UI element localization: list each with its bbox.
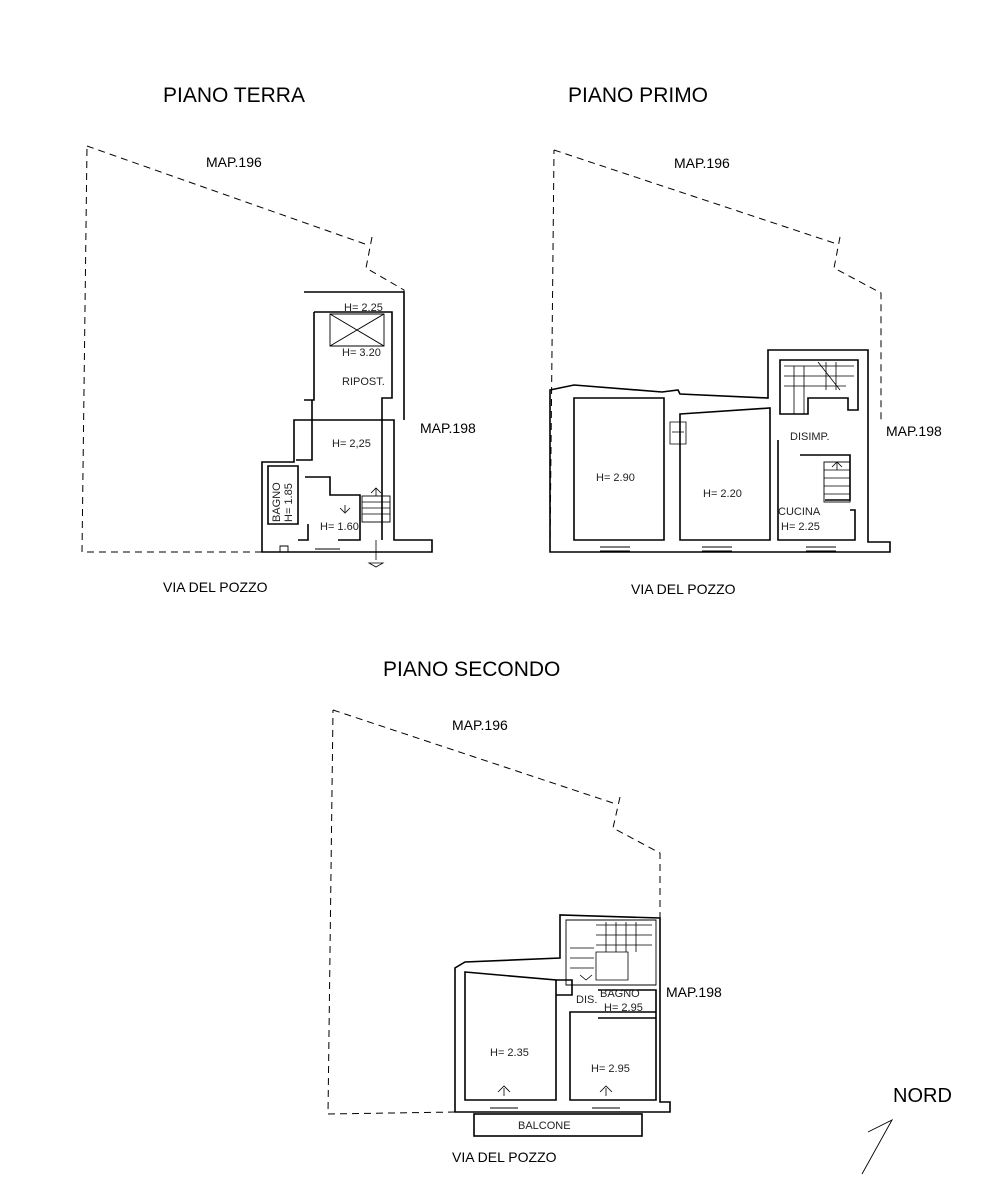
title-piano-terra: PIANO TERRA: [163, 84, 305, 107]
street-secondo: VIA DEL POZZO: [452, 1149, 557, 1165]
window-secondo-1: [490, 1107, 518, 1113]
window-primo-2: [702, 546, 732, 552]
stair-lower-treads-primo: [824, 461, 850, 495]
stair-terra: [361, 495, 391, 523]
room-balcone-secondo: BALCONE: [518, 1120, 571, 1132]
walls-terra: [261, 291, 433, 553]
window-primo-1: [600, 546, 630, 552]
balcony-secondo: [473, 1113, 643, 1137]
door-primo: [669, 421, 687, 445]
title-piano-secondo: PIANO SECONDO: [383, 658, 560, 681]
stair-treads-terra: [362, 487, 390, 515]
door-arrow-terra: [339, 505, 351, 514]
label-map-198-terra: MAP.198: [420, 420, 476, 436]
room-ripost-terra: RIPOST.: [342, 376, 385, 388]
window-terra-2: [279, 545, 289, 553]
room-h-entry-terra: H= 1.60: [320, 521, 359, 533]
label-map-198-secondo: MAP.198: [666, 984, 722, 1000]
north-label: NORD: [893, 1085, 952, 1107]
label-map-196-primo: MAP.196: [674, 155, 730, 171]
stair-primo: [784, 361, 854, 414]
window-terra-1: [315, 548, 340, 553]
door-arrow-secondo-1: [497, 1085, 511, 1096]
room-h-left-primo: H= 2.90: [596, 472, 635, 484]
window-primo-3: [806, 546, 836, 552]
room-bagno-h-secondo: H= 2.95: [604, 1002, 643, 1014]
label-map-196-terra: MAP.196: [206, 154, 262, 170]
entrance-arrow-terra: [367, 540, 385, 568]
stair-secondo: [570, 922, 652, 981]
room-disimp-primo: DISIMP.: [790, 431, 830, 443]
walls-secondo: [454, 914, 671, 1113]
parcel-boundary-secondo: [327, 709, 661, 1115]
street-primo: VIA DEL POZZO: [631, 581, 736, 597]
walls-primo: [549, 349, 891, 553]
skylight-terra: [329, 313, 385, 347]
parcel-boundary-terra: [81, 145, 405, 553]
label-map-198-primo: MAP.198: [886, 423, 942, 439]
room-h-center-primo: H= 2.20: [703, 488, 742, 500]
window-secondo-2: [592, 1107, 620, 1113]
room-bagno-secondo: BAGNO: [600, 988, 640, 1000]
street-terra: VIA DEL POZZO: [163, 579, 268, 595]
room-h-right-secondo: H= 2.95: [591, 1063, 630, 1075]
north-arrow: NORD: [861, 1085, 952, 1175]
room-bagno-h-terra: H= 1.85: [283, 483, 295, 522]
room-cucina-h-primo: H= 2.25: [781, 521, 820, 533]
room-h-top-terra: H= 2.25: [344, 302, 383, 314]
plan-piano-primo: PIANO PRIMO MAP.196 MAP.198 H= 2.90 H= 2…: [549, 84, 942, 597]
door-arrow-secondo-2: [599, 1085, 613, 1096]
stair-box-secondo: [565, 919, 657, 986]
title-piano-primo: PIANO PRIMO: [568, 84, 708, 107]
room-cucina-primo: CUCINA: [778, 506, 821, 518]
room-bagno-terra: BAGNO: [271, 482, 283, 522]
plan-piano-terra: PIANO TERRA MAP.196 MAP.198 H= 2.25 H= 3…: [81, 84, 476, 595]
label-map-196-secondo: MAP.196: [452, 717, 508, 733]
plan-piano-secondo: PIANO SECONDO MAP.196 MAP.198 DIS. BAGNO…: [327, 658, 722, 1165]
room-h-left-secondo: H= 2.35: [490, 1047, 529, 1059]
room-dis-secondo: DIS.: [576, 994, 597, 1006]
room-h-mid-terra: H= 3.20: [342, 347, 381, 359]
room-h-main-terra: H= 2,25: [332, 438, 371, 450]
north-arrow-icon: [861, 1118, 894, 1175]
